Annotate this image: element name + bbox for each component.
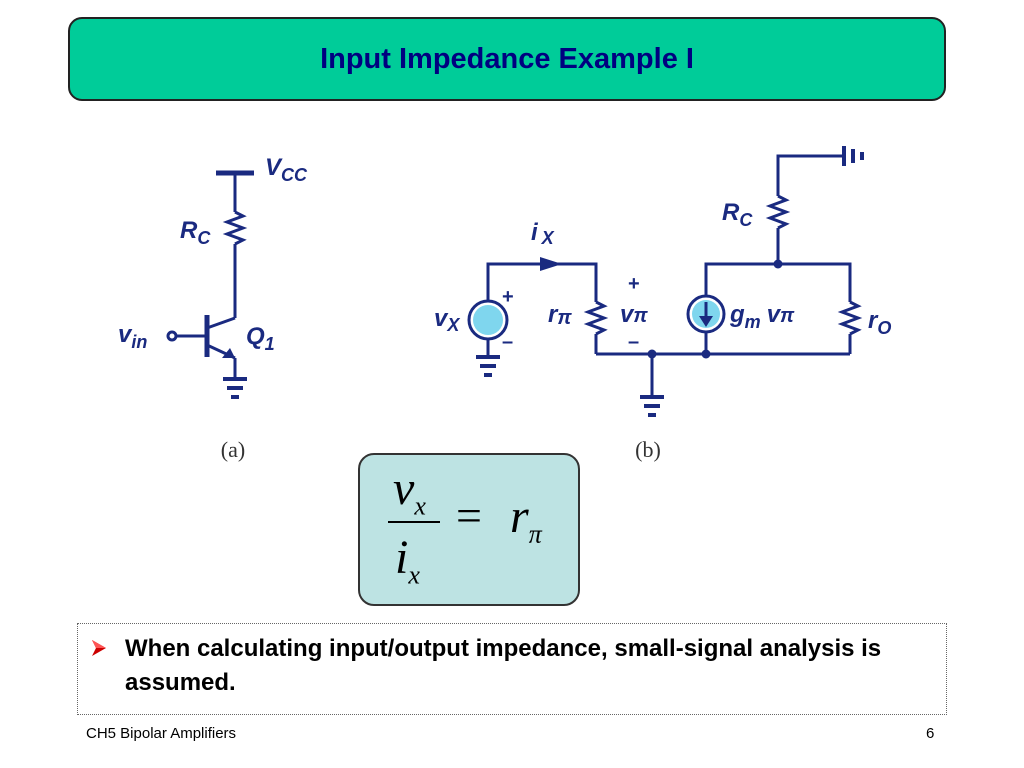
rc-label-b: RC — [722, 199, 753, 230]
source-plus: + — [502, 286, 514, 308]
vpi-label: vπ — [620, 301, 648, 328]
rpi-label: rπ — [548, 301, 572, 329]
junction-node — [647, 349, 657, 359]
ro-resistor — [837, 300, 863, 336]
current-source-arrow — [699, 316, 713, 327]
emitter-arrow — [222, 348, 235, 358]
junction-node — [701, 349, 711, 359]
rc-resistor-b — [765, 194, 791, 230]
circuit-b — [467, 146, 864, 417]
wire — [704, 262, 852, 302]
slide-title: Input Impedance Example I — [320, 42, 694, 75]
circuit-a — [166, 170, 254, 399]
vpi-plus: + — [628, 273, 640, 295]
collector — [206, 316, 236, 330]
ro-label: rO — [868, 307, 891, 338]
input-node — [166, 330, 178, 342]
vcc-label: VCC — [265, 154, 308, 185]
source-minus: – — [502, 331, 513, 353]
q1-label: Q1 — [246, 323, 275, 354]
page-number: 6 — [926, 725, 935, 742]
bullet-arrow-icon — [92, 640, 106, 656]
formula-equals: = — [456, 490, 482, 541]
title-bar: Input Impedance Example I — [68, 17, 946, 101]
formula-denominator: ix — [395, 531, 420, 590]
vx-label: vX — [434, 305, 460, 335]
fraction-bar — [388, 521, 440, 523]
current-arrow — [540, 257, 562, 271]
formula-rhs: rπ — [510, 490, 542, 549]
formula-box: vx ix = rπ — [358, 453, 580, 606]
junction-node — [773, 259, 783, 269]
bullet-box: When calculating input/output impedance,… — [77, 623, 947, 715]
circuit-diagrams: VCC RC vin Q1 (a) — [118, 146, 891, 462]
footer-course: CH5 Bipolar Amplifiers — [86, 725, 237, 742]
formula-numerator: vx — [393, 462, 426, 521]
rpi-resistor — [583, 300, 609, 336]
vin-label: vin — [118, 321, 147, 352]
rc-label-a: RC — [180, 217, 211, 248]
caption-b: (b) — [635, 437, 661, 462]
wire — [776, 154, 842, 196]
vpi-minus: – — [628, 331, 639, 353]
voltage-source-fill — [473, 305, 503, 335]
caption-a: (a) — [221, 437, 245, 462]
bullet-text: When calculating input/output impedance,… — [125, 635, 882, 696]
rc-resistor — [222, 210, 248, 246]
